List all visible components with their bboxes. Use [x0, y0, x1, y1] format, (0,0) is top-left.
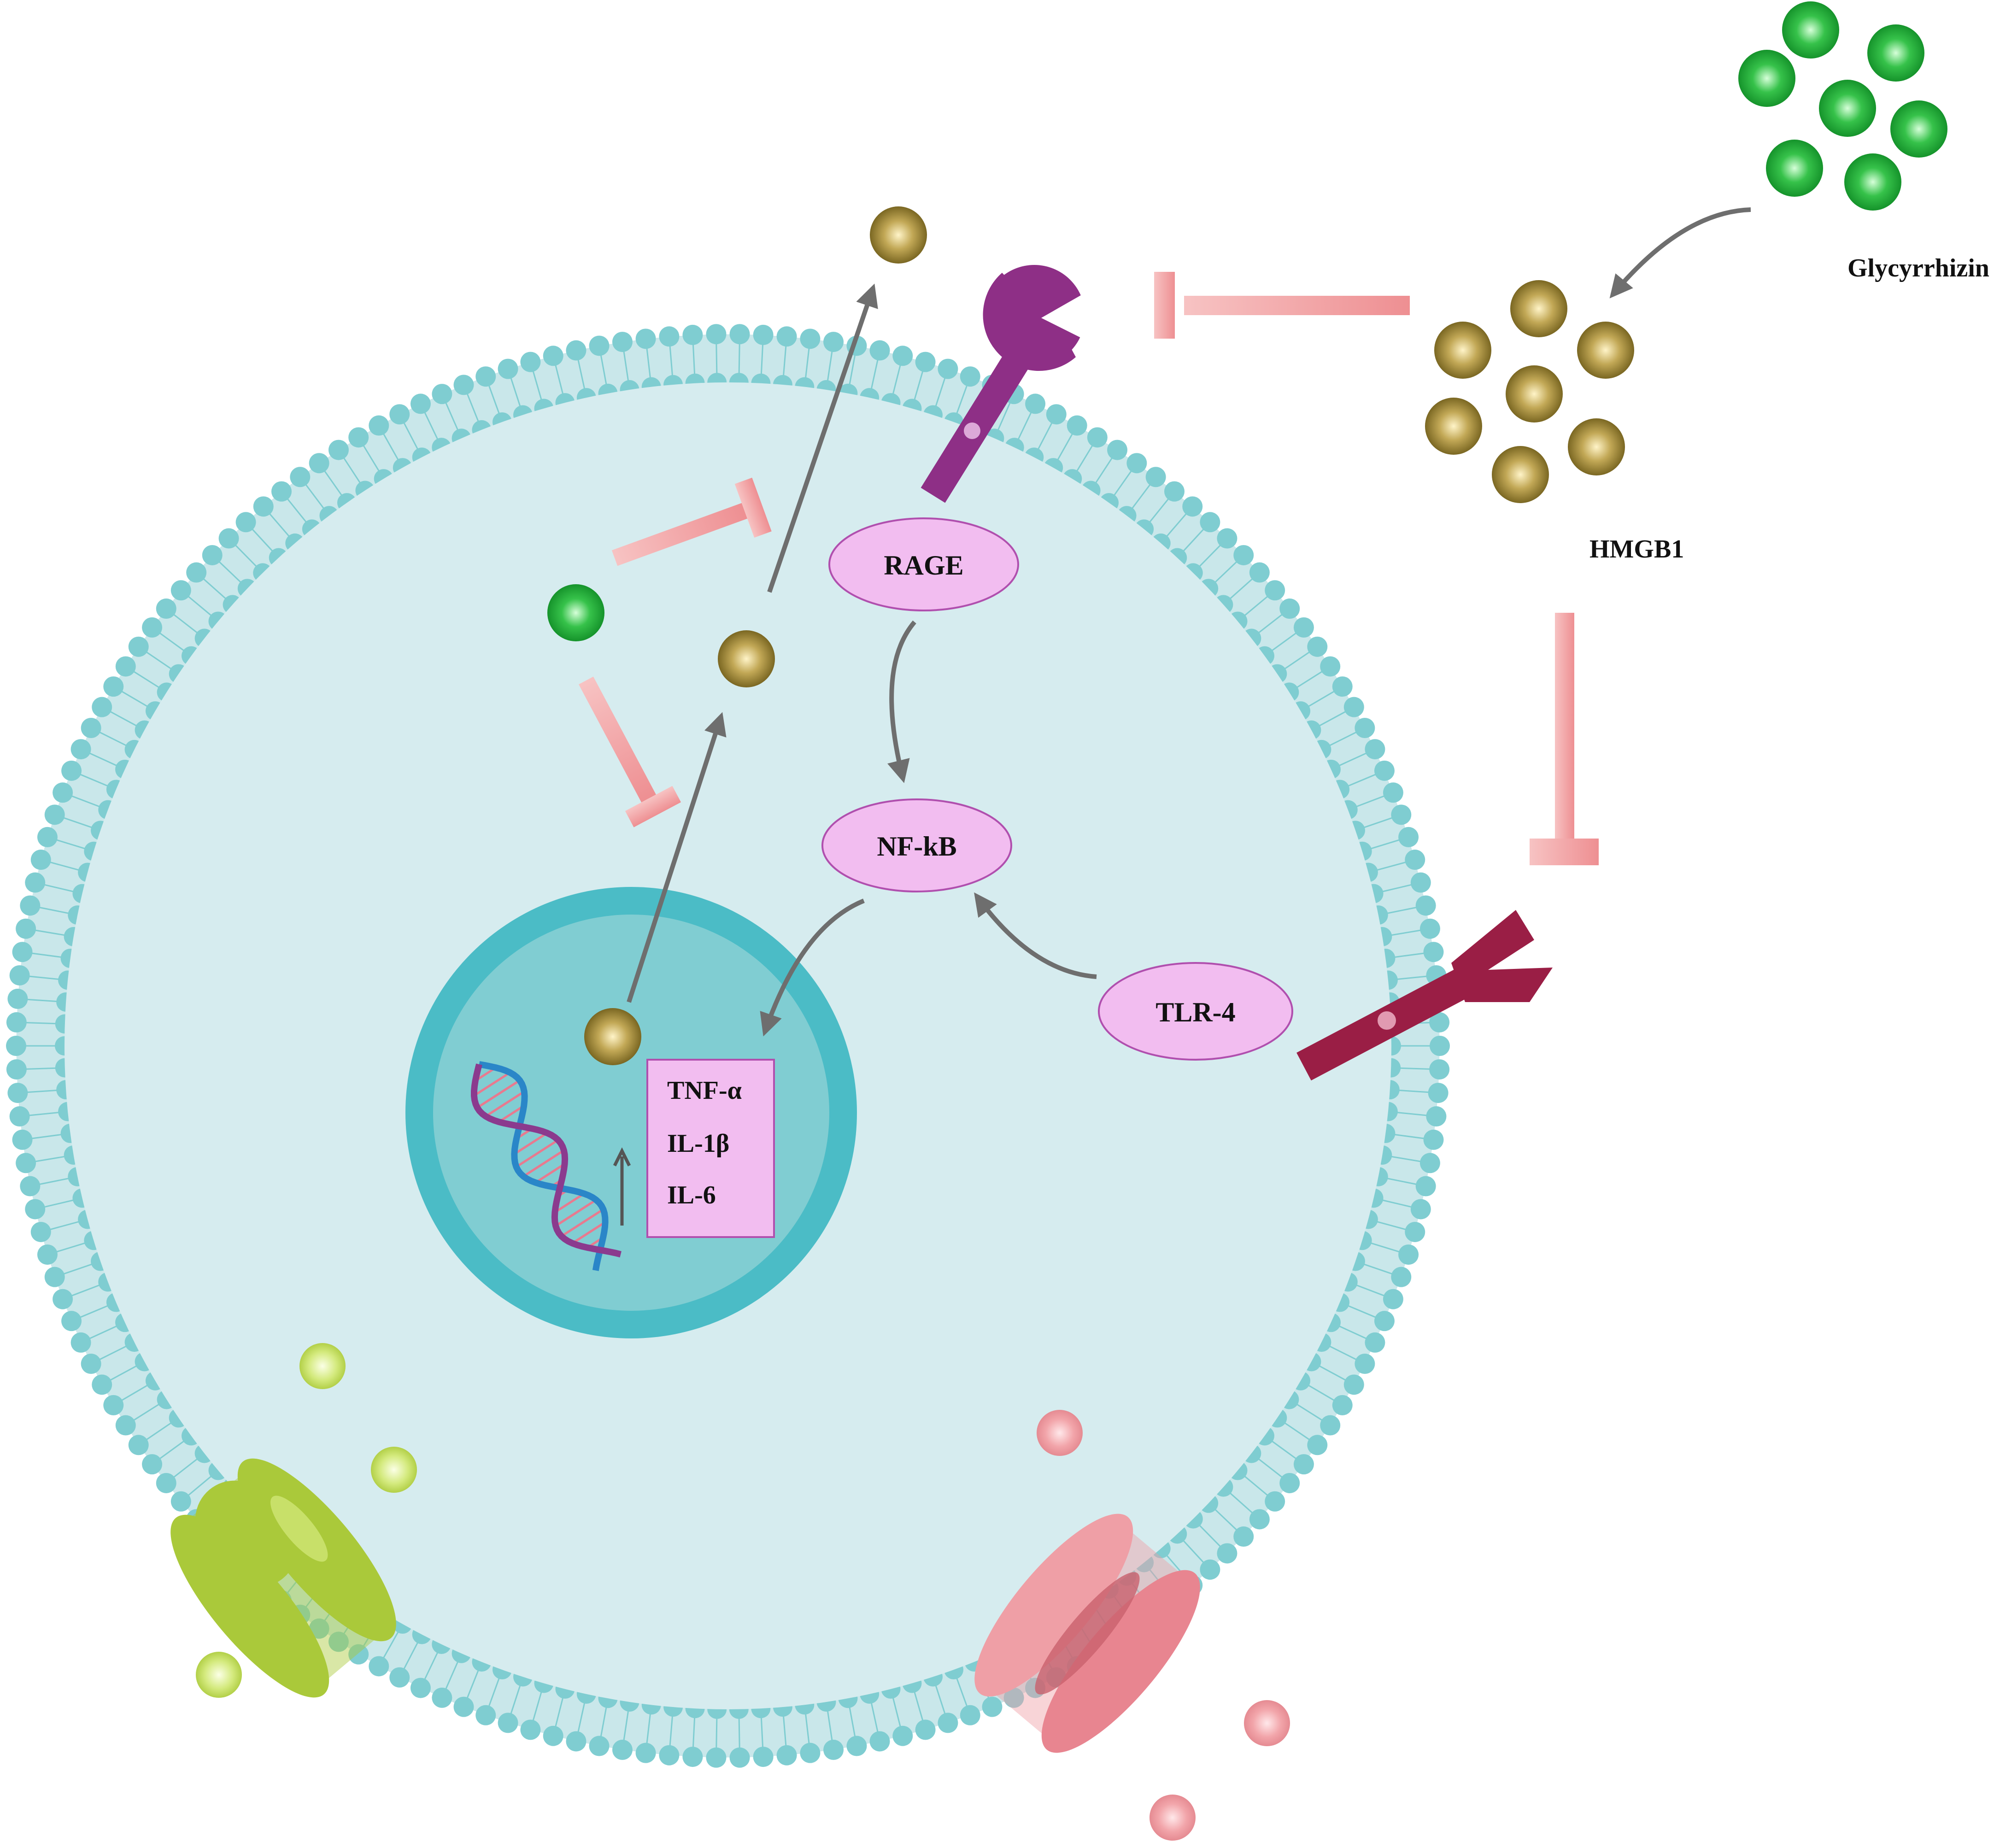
glycyrrhizin-label: Glycyrrhizin: [1847, 254, 1989, 282]
rage-label: RAGE: [884, 550, 963, 581]
activation-arrows: [627, 207, 1751, 1037]
glycyrrhizin-cytoplasm: [547, 584, 604, 641]
cytokine-il-1-beta: IL-1β: [667, 1129, 729, 1158]
nfkb-node: NF-kB: [821, 798, 1012, 892]
arrow-hmgb1-release: [767, 283, 878, 593]
cytokine-box: [646, 1059, 775, 1238]
nfkb-label: NF-kB: [877, 831, 956, 862]
inhibit-hmgb1-tlr4-bar: [1530, 839, 1599, 865]
inhibit-green-nucleus-line: [579, 676, 656, 803]
inhibit-green-release-bar: [734, 477, 772, 538]
hmgb1-molecules: [584, 206, 1634, 1065]
hmgb1-nucleus: [584, 1008, 641, 1065]
inhibit-green-nucleus-bar: [625, 786, 681, 827]
tlr4-label: TLR-4: [1155, 997, 1235, 1027]
arrow-rage-to-nfkb: [887, 620, 916, 783]
up-arrow-icon: [613, 1147, 631, 1226]
arrow-glycyrrhizin-to-hmgb1: [1609, 207, 1751, 299]
hmgb1-released: [870, 206, 927, 264]
arrow-nfkb-to-nucleus: [760, 898, 865, 1037]
pink-channel-icon: [974, 1514, 1200, 1753]
inhibit-hmgb1-rage-line: [1184, 296, 1410, 315]
arrow-tlr4-to-nfkb: [974, 892, 1097, 979]
dna-icon: [471, 1061, 622, 1271]
cytokine-il-6: IL-6: [667, 1181, 716, 1209]
pink-molecules: [1037, 1410, 1290, 1841]
rage-receptor-icon: [921, 265, 1106, 503]
lime-molecules: [196, 1343, 417, 1698]
cytokine-tnf-alpha: TNF-α: [667, 1076, 742, 1105]
glycyrrhizin-molecules: [547, 1, 1947, 641]
tlr4-node: TLR-4: [1098, 962, 1293, 1061]
rage-node: RAGE: [828, 517, 1019, 611]
inhibition-lines: [579, 272, 1599, 865]
hmgb1-label: HMGB1: [1589, 535, 1684, 563]
tlr4-receptor-icon: [1296, 910, 1553, 1081]
inhibit-hmgb1-rage-bar: [1154, 272, 1175, 339]
hmgb1-cytoplasm: [718, 630, 775, 687]
arrow-nucleus-to-hmgb1: [627, 712, 727, 1003]
green-channel-icon: [170, 1458, 396, 1698]
inhibit-green-release-line: [611, 503, 748, 566]
inhibit-hmgb1-tlr4-line: [1555, 613, 1574, 839]
